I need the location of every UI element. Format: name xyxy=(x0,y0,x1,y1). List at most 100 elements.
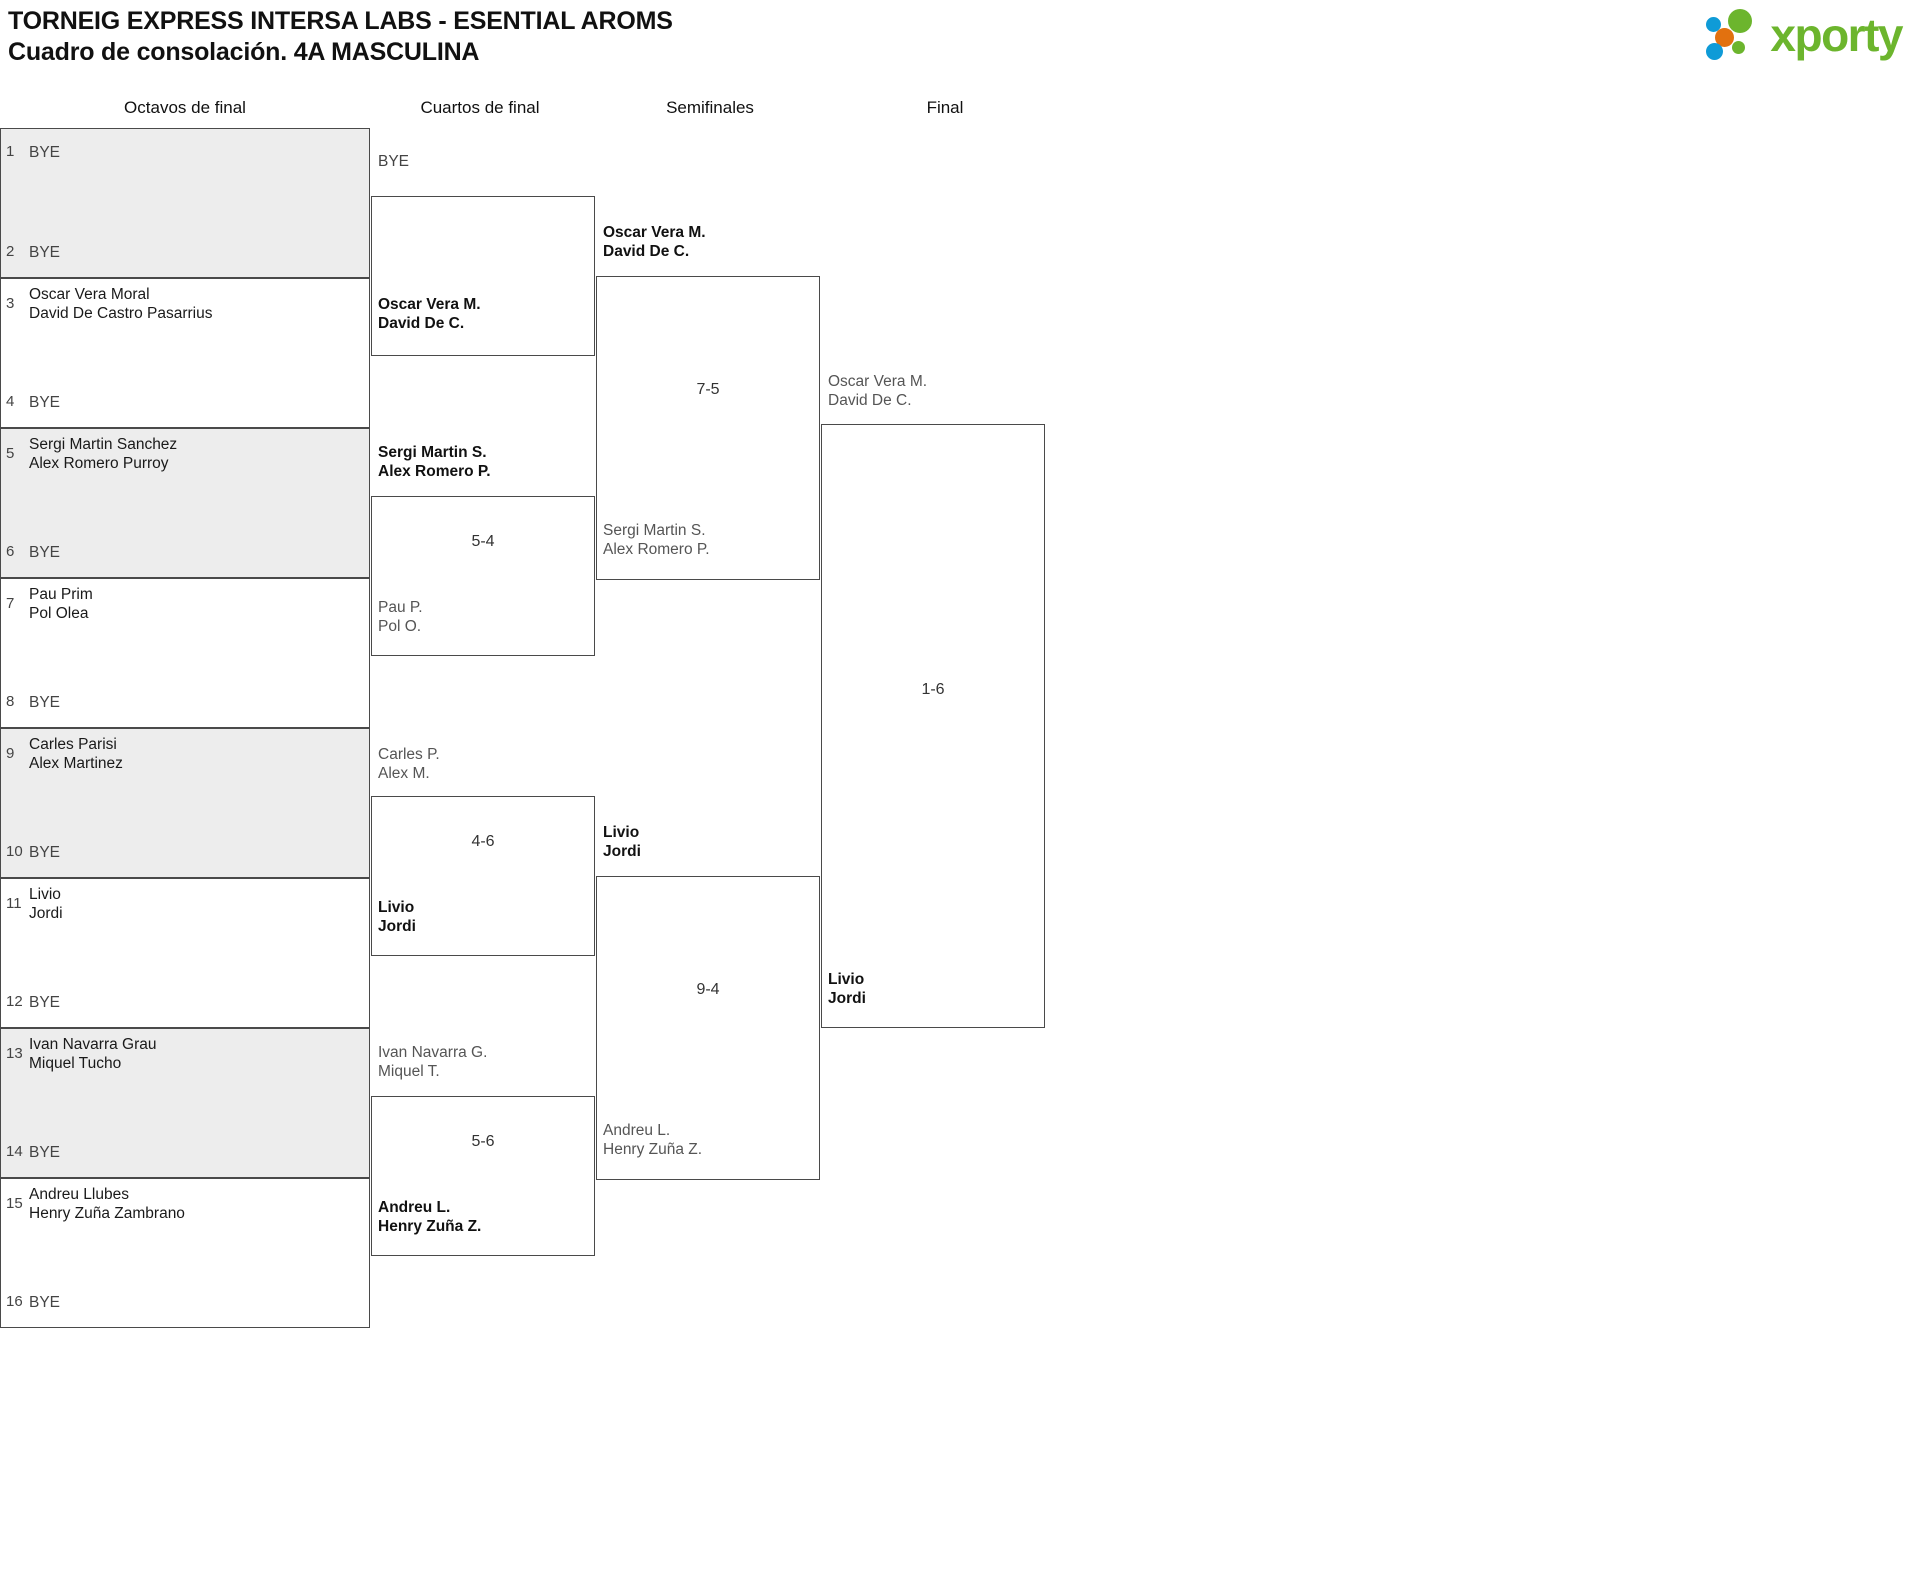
r1-entry-12[interactable]: BYE xyxy=(29,993,60,1012)
qf-match-box-4[interactable] xyxy=(371,1096,595,1256)
r1-seed-10: 10 xyxy=(6,843,23,860)
final-score: 1-6 xyxy=(921,681,945,698)
qf4-top-entrant[interactable]: Ivan Navarra G.Miquel T. xyxy=(378,1043,487,1081)
round-header-semifinales: Semifinales xyxy=(666,98,754,117)
r1-entry-7-line1: Pau Prim xyxy=(29,586,93,603)
qf-match-box-2[interactable] xyxy=(371,496,595,656)
r1-entry-10-line1: BYE xyxy=(29,844,61,861)
qf2-bot-line1: Pau P. xyxy=(378,599,423,616)
r1-entry-13-line1: Ivan Navarra Grau xyxy=(29,1036,157,1053)
qf1-top-line1: BYE xyxy=(378,153,410,170)
sf-match-box-2[interactable] xyxy=(596,876,820,1180)
final-top-entrant[interactable]: Oscar Vera M.David De C. xyxy=(828,372,927,410)
r1-entry-15-line1: Andreu Llubes xyxy=(29,1186,129,1203)
r1-pair-block-1[interactable] xyxy=(0,128,370,278)
qf-match-box-1[interactable] xyxy=(371,196,595,356)
sf2-bottom-entrant[interactable]: Andreu L.Henry Zuña Z. xyxy=(603,1121,702,1159)
r1-entry-5-line1: Sergi Martin Sanchez xyxy=(29,436,178,453)
r1-entry-16[interactable]: BYE xyxy=(29,1293,60,1312)
logo-dots-icon xyxy=(1706,9,1768,61)
qf1-bot-line2: David De C. xyxy=(378,315,465,332)
r1-entry-4[interactable]: BYE xyxy=(29,393,60,412)
r1-entry-12-line1: BYE xyxy=(29,994,61,1011)
r1-entry-15-line2: Henry Zuña Zambrano xyxy=(29,1205,185,1222)
r1-entry-1[interactable]: BYE xyxy=(29,143,60,162)
r1-entry-8-line1: BYE xyxy=(29,694,61,711)
sf1-bottom-entrant[interactable]: Sergi Martin S. Alex Romero P. xyxy=(603,521,710,559)
tournament-title: TORNEIG EXPRESS INTERSA LABS - ESENTIAL … xyxy=(8,7,673,35)
qf2-bot-line2: Pol O. xyxy=(378,618,422,635)
final-bot-line2: Jordi xyxy=(828,990,866,1007)
qf-match-box-3[interactable] xyxy=(371,796,595,956)
r1-entry-5-line2: Alex Romero Purroy xyxy=(29,455,169,472)
page-title: TORNEIG EXPRESS INTERSA LABS - ESENTIAL … xyxy=(8,6,673,68)
r1-pair-block-8[interactable] xyxy=(0,1178,370,1328)
qf2-bottom-entrant[interactable]: Pau P. Pol O. xyxy=(378,598,423,636)
r1-pair-block-4[interactable] xyxy=(0,578,370,728)
sf1-bot-line1: Sergi Martin S. xyxy=(603,522,706,539)
r1-entry-16-line1: BYE xyxy=(29,1294,61,1311)
qf1-bot-line1: Oscar Vera M. xyxy=(378,296,481,313)
sf1-top-line2: David De C. xyxy=(603,243,690,260)
r1-entry-11-line1: Livio xyxy=(29,886,61,903)
qf4-bot-line2: Henry Zuña Z. xyxy=(378,1218,482,1235)
r1-entry-8[interactable]: BYE xyxy=(29,693,60,712)
r1-pair-block-7[interactable] xyxy=(0,1028,370,1178)
sf1-bot-line2: Alex Romero P. xyxy=(603,541,710,558)
sf1-top-entrant[interactable]: Oscar Vera M.David De C. xyxy=(603,223,706,261)
r1-entry-6[interactable]: BYE xyxy=(29,543,60,562)
final-match-box[interactable] xyxy=(821,424,1045,1028)
qf3-top-entrant[interactable]: Carles P.Alex M. xyxy=(378,745,440,783)
qf2-top-line1: Sergi Martin S. xyxy=(378,444,487,461)
r1-seed-6: 6 xyxy=(6,543,15,560)
r1-entry-9-line2: Alex Martinez xyxy=(29,755,123,772)
r1-seed-7: 7 xyxy=(6,595,15,612)
r1-seed-5: 5 xyxy=(6,445,15,462)
r1-entry-3-line2: David De Castro Pasarrius xyxy=(29,305,213,322)
final-top-line1: Oscar Vera M. xyxy=(828,373,928,390)
qf2-top-entrant[interactable]: Sergi Martin S. Alex Romero P. xyxy=(378,443,491,481)
r1-entry-10[interactable]: BYE xyxy=(29,843,60,862)
qf2-top-line2: Alex Romero P. xyxy=(378,463,491,480)
qf3-bot-line2: Jordi xyxy=(378,918,416,935)
r1-entry-6-line1: BYE xyxy=(29,544,61,561)
r1-seed-15: 15 xyxy=(6,1195,23,1212)
r1-seed-11: 11 xyxy=(6,895,22,912)
qf4-bottom-entrant[interactable]: Andreu L. Henry Zuña Z. xyxy=(378,1198,481,1236)
r1-entry-1-line1: BYE xyxy=(29,144,61,161)
r1-seed-4: 4 xyxy=(6,393,15,410)
qf3-bot-line1: Livio xyxy=(378,899,415,916)
xporty-logo[interactable]: xporty xyxy=(1706,6,1903,64)
r1-entry-2[interactable]: BYE xyxy=(29,243,60,262)
r1-entry-14[interactable]: BYE xyxy=(29,1143,60,1162)
sf2-top-line1: Livio xyxy=(603,824,640,841)
bracket-subtitle: Cuadro de consolación. 4A MASCULINA xyxy=(8,38,480,66)
qf1-top-entrant[interactable]: BYE xyxy=(378,152,409,171)
r1-entry-14-line1: BYE xyxy=(29,1144,61,1161)
sf-match-box-1[interactable] xyxy=(596,276,820,580)
r1-pair-block-5[interactable] xyxy=(0,728,370,878)
round-header-cuartos: Cuartos de final xyxy=(420,98,540,117)
r1-pair-block-2[interactable] xyxy=(0,278,370,428)
r1-seed-8: 8 xyxy=(6,693,15,710)
r1-seed-1: 1 xyxy=(6,143,15,160)
qf1-bottom-entrant[interactable]: Oscar Vera M. David De C. xyxy=(378,295,481,333)
r1-pair-block-6[interactable] xyxy=(0,878,370,1028)
sf1-score: 7-5 xyxy=(696,381,720,398)
r1-pair-block-3[interactable] xyxy=(0,428,370,578)
qf3-score: 4-6 xyxy=(471,833,495,850)
round-header-final: Final xyxy=(926,98,964,117)
round-header-octavos: Octavos de final xyxy=(124,98,246,117)
qf4-bot-line1: Andreu L. xyxy=(378,1199,451,1216)
r1-entry-4-line1: BYE xyxy=(29,394,61,411)
